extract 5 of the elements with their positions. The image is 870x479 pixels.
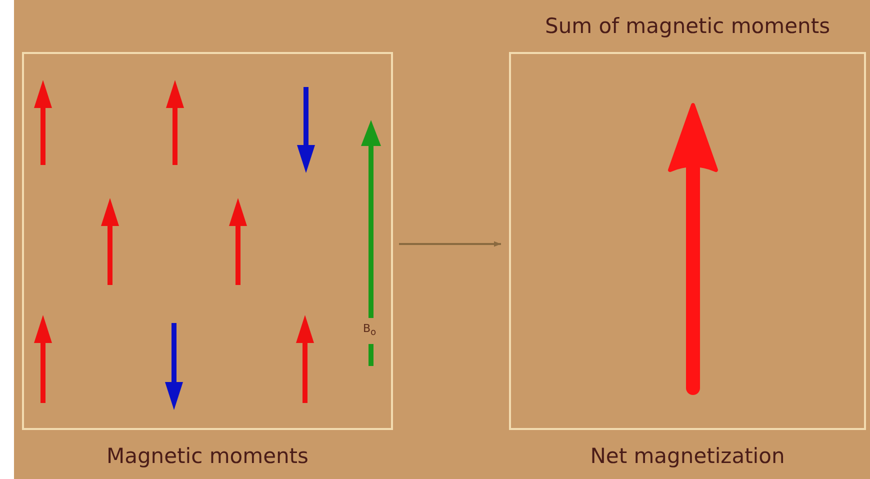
field-label: B$_{o}$ bbox=[363, 322, 376, 338]
arrow bbox=[399, 241, 501, 247]
panel-heading: Sum of magnetic moments bbox=[544, 14, 832, 38]
panel-caption: Net magnetization bbox=[589, 444, 786, 468]
panel-caption: Magnetic moments bbox=[105, 444, 310, 468]
